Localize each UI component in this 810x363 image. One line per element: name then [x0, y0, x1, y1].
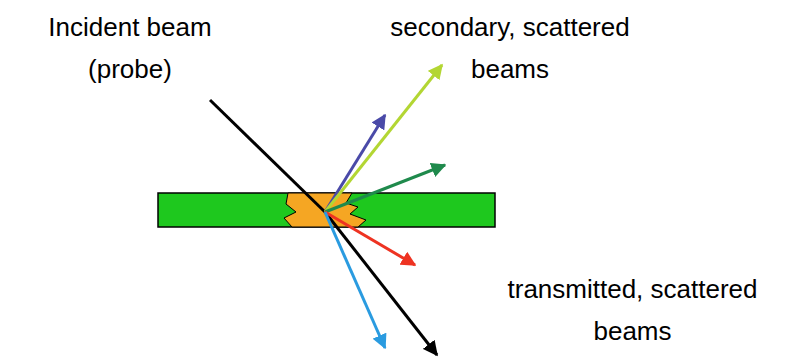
scattered-beam — [325, 165, 445, 212]
beam-label: transmitted, scattered beams — [465, 268, 800, 352]
scattered-beam — [325, 212, 385, 348]
scattered-beam — [325, 115, 385, 212]
beam-label: Incident beam (probe) — [20, 6, 240, 90]
incident-beam — [210, 100, 325, 212]
beam-label: secondary, scattered beams — [355, 6, 665, 90]
scattered-beam — [325, 212, 415, 265]
transmitted-beam — [325, 212, 437, 355]
